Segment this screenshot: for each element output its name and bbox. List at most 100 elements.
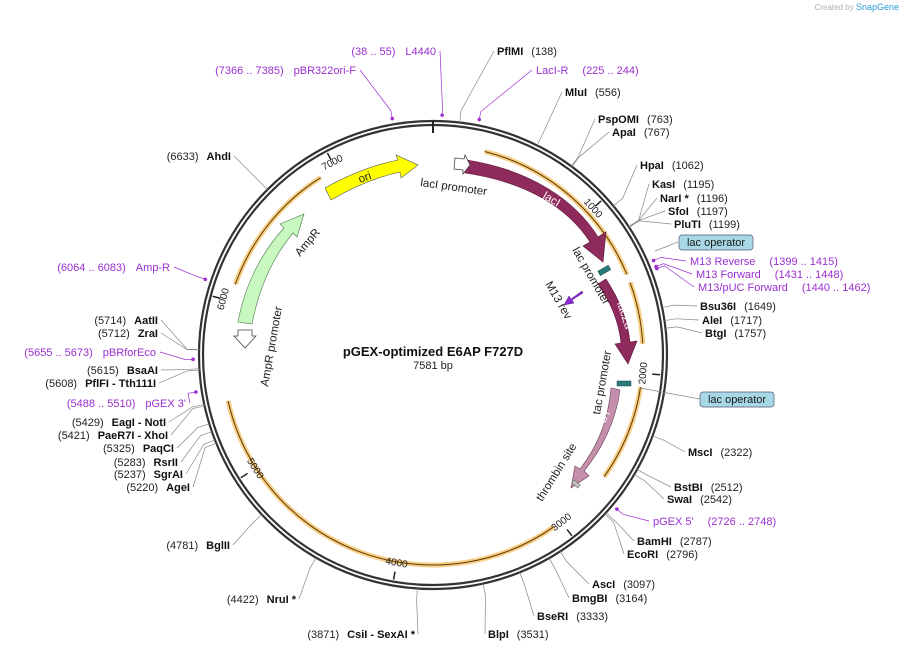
feature-laci[interactable] xyxy=(464,159,607,263)
site-label[interactable]: Bsu36I(1649) xyxy=(700,301,776,313)
tick-label: 6000 xyxy=(216,287,232,312)
lac-operator-box-2[interactable]: lac operator xyxy=(639,387,775,408)
site-label[interactable]: SwaI(2542) xyxy=(667,494,732,506)
site-name: PspOMI xyxy=(598,114,639,126)
site-leader-line xyxy=(571,118,596,167)
site-leader-line xyxy=(233,155,268,190)
site-label[interactable]: (5220)AgeI xyxy=(126,482,190,494)
site-label[interactable]: (3871)CsiI - SexAI * xyxy=(307,629,415,641)
site-label[interactable]: (5615)BsaAI xyxy=(87,365,158,377)
feature-ori[interactable] xyxy=(324,154,419,201)
lac-operator-box-1[interactable]: lac operator xyxy=(654,234,754,252)
site-label[interactable]: NarI *(1196) xyxy=(660,193,728,205)
site-label[interactable]: MluI(556) xyxy=(565,87,621,99)
primer-label[interactable]: (38 .. 55)L4440 xyxy=(351,46,436,58)
site-name: AhdI xyxy=(207,151,231,163)
site-label[interactable]: BlpI(3531) xyxy=(488,629,549,641)
site-name: MscI xyxy=(688,447,712,459)
site-name: PflFI - Tth111I xyxy=(85,378,156,390)
primer-leader-line xyxy=(359,69,393,121)
site-position: (5220) xyxy=(126,482,158,494)
site-position: (5237) xyxy=(114,469,146,481)
site-label[interactable]: (5283)RsrII xyxy=(114,457,178,469)
site-name: BstBI xyxy=(674,482,703,494)
primer-label[interactable]: pGEX 5'(2726 .. 2748) xyxy=(653,516,776,528)
site-leader-line xyxy=(536,91,563,146)
site-label[interactable]: BmgBI(3164) xyxy=(572,593,647,605)
primer-range: (2726 .. 2748) xyxy=(708,516,777,528)
site-name: BsaAI xyxy=(127,365,158,377)
site-leader-line xyxy=(664,318,700,321)
site-label[interactable]: (5421)PaeR7I - XhoI xyxy=(58,430,168,442)
orf-arc-line xyxy=(227,400,555,566)
primer-label[interactable]: (5488 .. 5510)pGEX 3' xyxy=(67,398,186,410)
site-label[interactable]: EcoRI(2796) xyxy=(627,549,698,561)
site-label[interactable]: (5325)PaqCI xyxy=(103,443,174,455)
site-label[interactable]: BamHI(2787) xyxy=(637,536,712,548)
primer-leader-line xyxy=(478,69,533,122)
site-position: (5325) xyxy=(103,443,135,455)
label-ampr-promoter: AmpR promoter xyxy=(259,305,285,387)
site-label[interactable]: AscI(3097) xyxy=(592,579,655,591)
site-label[interactable]: HpaI(1062) xyxy=(640,160,704,172)
primer-label[interactable]: M13 Reverse(1399 .. 1415) xyxy=(690,256,838,268)
tick-mark xyxy=(652,373,661,376)
orf-arc xyxy=(627,281,646,344)
site-label[interactable]: (5429)EagI - NotI xyxy=(72,417,166,429)
primer-range: (7366 .. 7385) xyxy=(215,65,284,77)
feature-laci-promoter[interactable] xyxy=(453,153,471,176)
feature-ampr-promoter[interactable] xyxy=(233,329,257,349)
primer-label[interactable]: M13 Forward(1431 .. 1448) xyxy=(696,269,843,281)
site-label[interactable]: PspOMI(763) xyxy=(598,114,673,126)
feature-lacz[interactable] xyxy=(597,278,638,365)
site-label[interactable]: (5712)ZraI xyxy=(98,328,158,340)
site-label[interactable]: BtgI(1757) xyxy=(705,328,766,340)
site-label[interactable]: (5608)PflFI - Tth111I xyxy=(45,378,156,390)
site-leader-line xyxy=(613,164,638,207)
site-label[interactable]: ApaI(767) xyxy=(612,127,670,139)
primer-label[interactable]: (5655 .. 5673)pBRforEco xyxy=(24,347,156,359)
site-label[interactable]: PluTI(1199) xyxy=(674,219,740,231)
site-label[interactable]: SfoI(1197) xyxy=(668,206,728,218)
site-position: (1717) xyxy=(730,315,762,327)
tick-mark xyxy=(566,528,573,537)
site-label[interactable]: (4422) NruI * xyxy=(227,594,297,606)
site-position: (5283) xyxy=(114,457,146,469)
site-position: (4781) xyxy=(166,540,198,552)
feature-gst[interactable] xyxy=(570,387,621,489)
site-label[interactable]: (5714)AatII xyxy=(94,315,158,327)
site-label[interactable]: (5237)SgrAI xyxy=(114,469,183,481)
site-leader-line xyxy=(628,197,658,228)
site-position: (2542) xyxy=(700,494,732,506)
primer-label[interactable]: (6064 .. 6083)Amp-R xyxy=(57,262,170,274)
site-position: (3164) xyxy=(615,593,647,605)
site-position: (3333) xyxy=(576,611,608,623)
primer-mark xyxy=(655,266,659,271)
site-label[interactable]: AleI(1717) xyxy=(702,315,762,327)
orf-arc-line xyxy=(484,150,628,275)
site-position: (5429) xyxy=(72,417,104,429)
site-label[interactable]: KasI(1195) xyxy=(652,179,714,191)
primer-name: Amp-R xyxy=(136,262,170,274)
feature-ampr[interactable] xyxy=(237,213,305,325)
site-label[interactable]: BstBI(2512) xyxy=(674,482,743,494)
site-label[interactable]: BseRI(3333) xyxy=(537,611,608,623)
site-label[interactable]: (4781)BglII xyxy=(166,540,230,552)
site-name: AatII xyxy=(134,315,158,327)
site-position: (4422) xyxy=(227,594,259,606)
site-name: NruI * xyxy=(267,594,297,606)
site-label[interactable]: (6633)AhdI xyxy=(167,151,231,163)
site-label[interactable]: PflMI(138) xyxy=(497,46,557,58)
tick-mark xyxy=(594,200,602,207)
tick-label: 7000 xyxy=(320,153,345,173)
m13-rev-primer-arrow[interactable] xyxy=(563,290,584,306)
primer-label[interactable]: M13/pUC Forward(1440 .. 1462) xyxy=(698,282,870,294)
primer-label[interactable]: (7366 .. 7385)pBR322ori-F xyxy=(215,65,356,77)
site-position: (1195) xyxy=(683,179,714,191)
primer-label[interactable]: LacI-R(225 .. 244) xyxy=(536,65,639,77)
plasmid-name: pGEX-optimized E6AP F727D xyxy=(343,344,523,359)
site-leader-line xyxy=(160,319,200,350)
primer-mark xyxy=(615,507,619,511)
site-label[interactable]: MscI(2322) xyxy=(688,447,752,459)
primer-leader-line xyxy=(173,266,208,281)
